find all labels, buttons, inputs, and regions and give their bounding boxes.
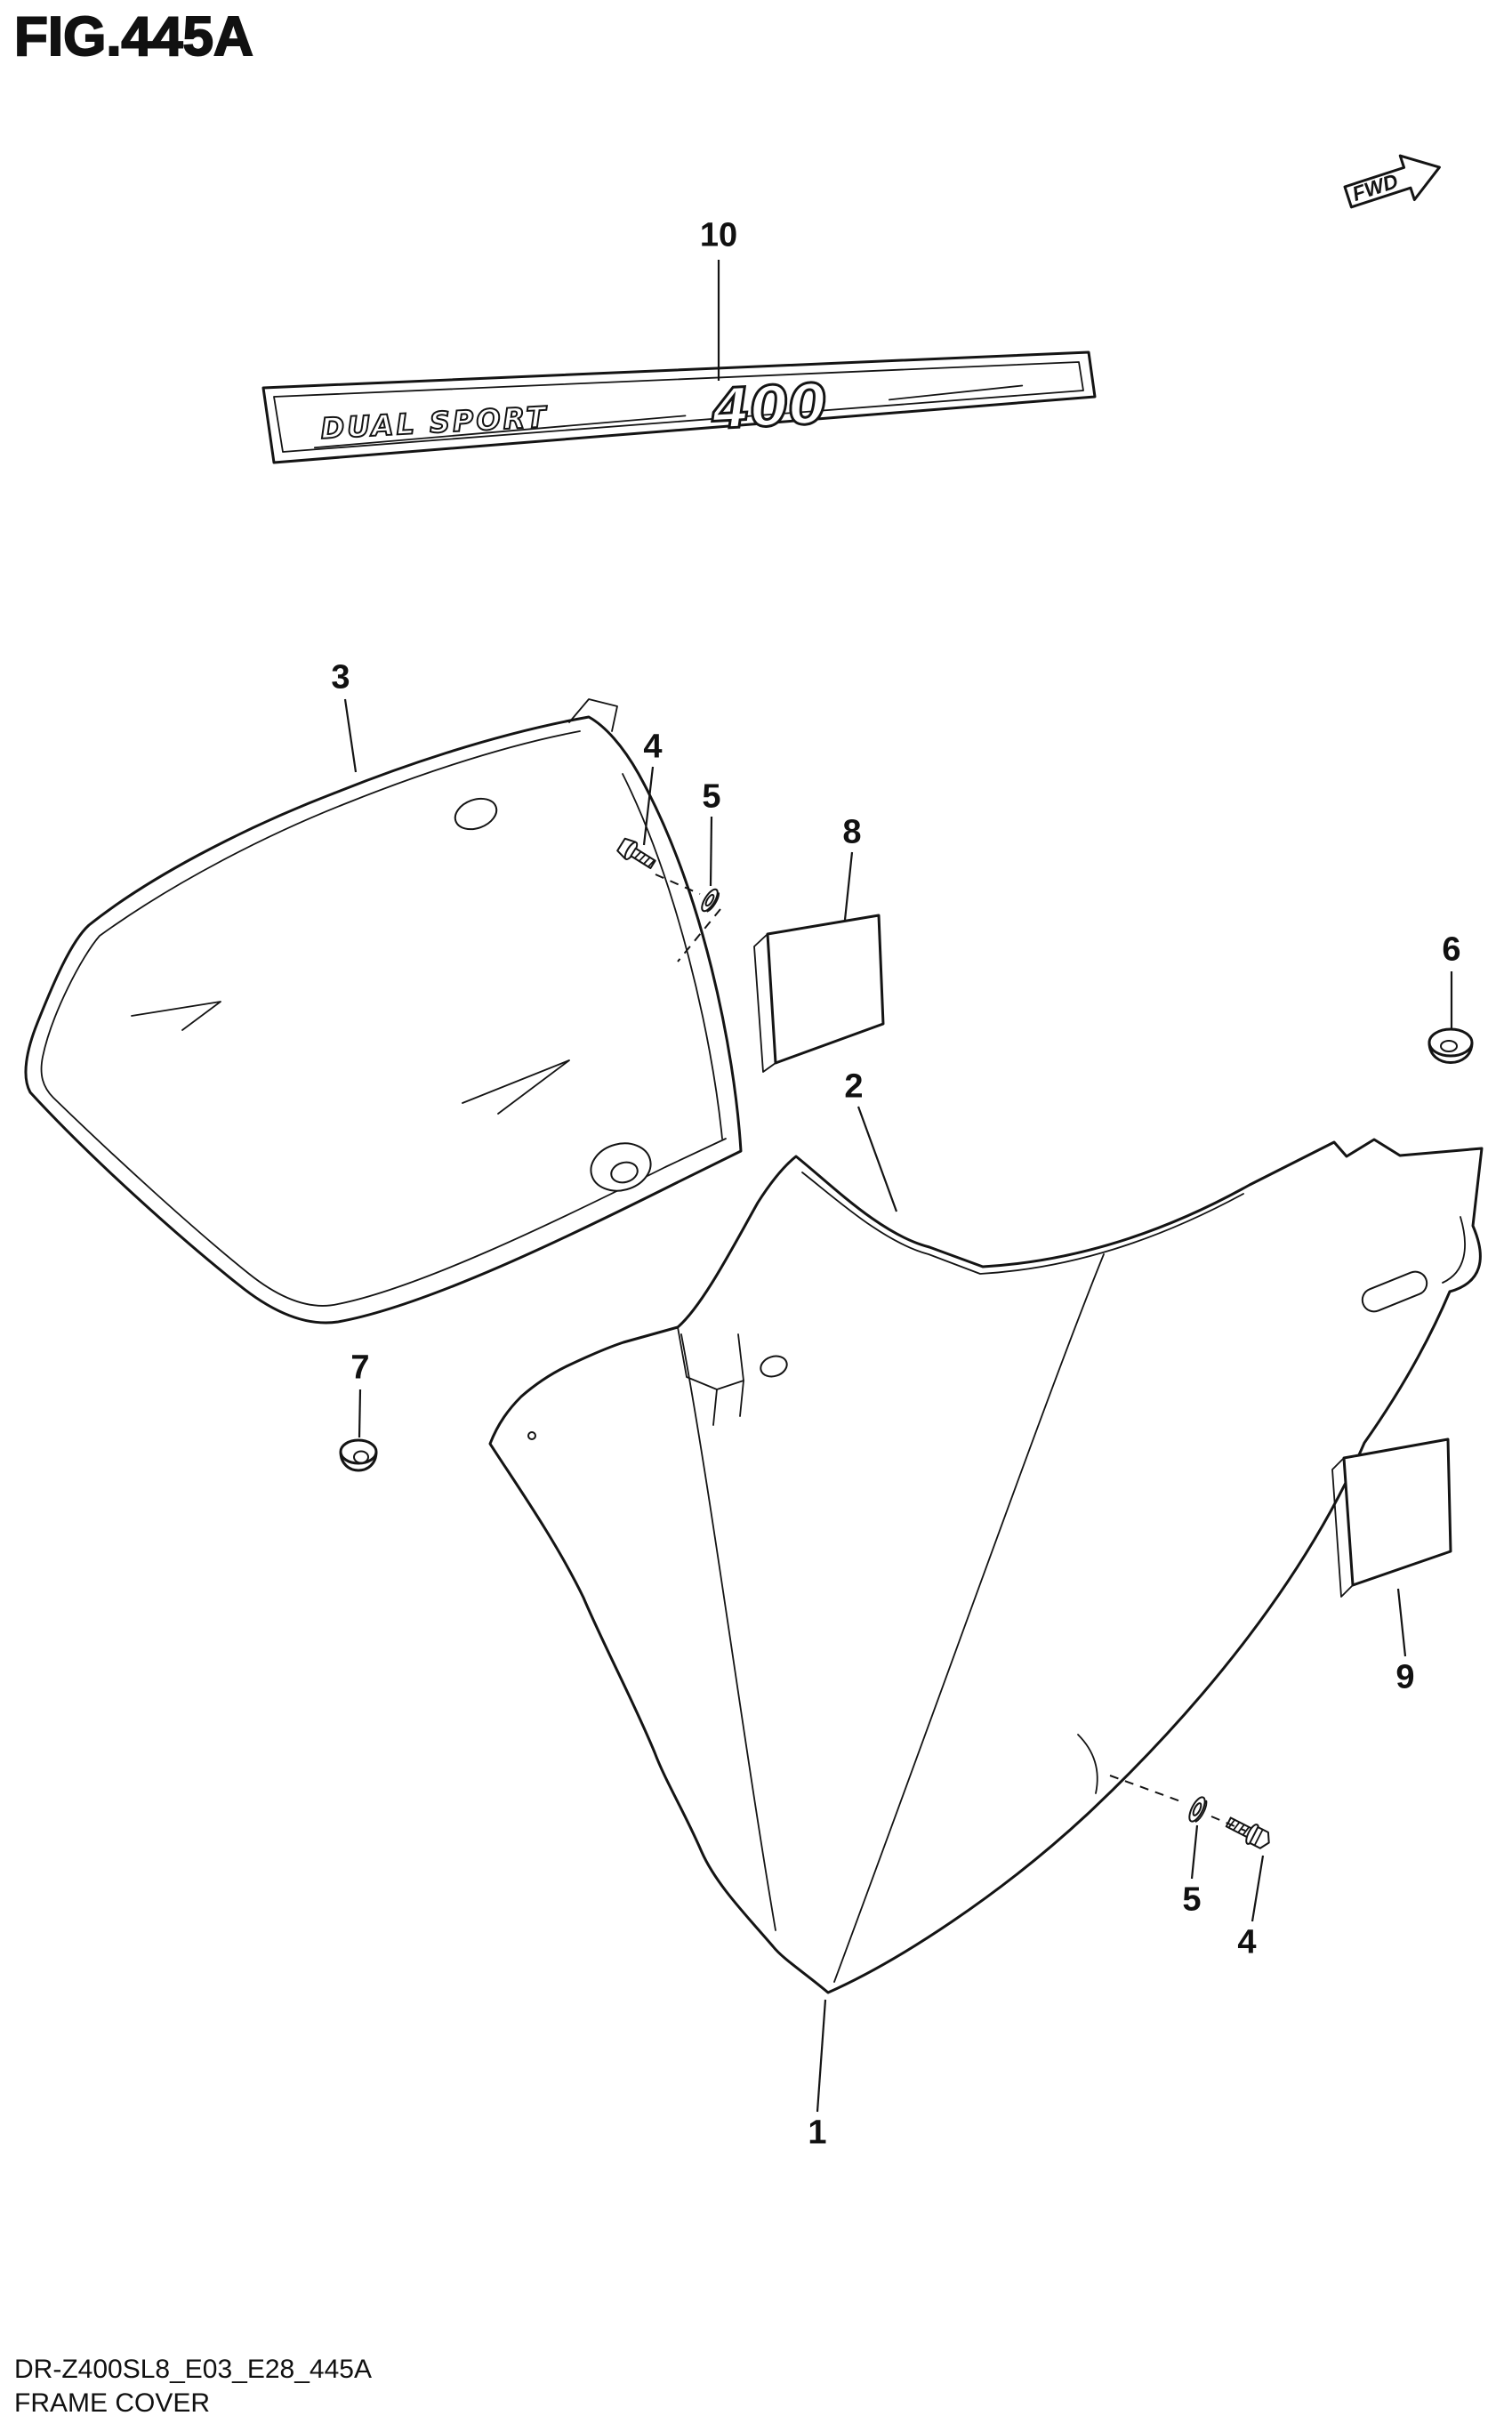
callout-part-5-upper: 5: [702, 777, 721, 816]
callout-part-5-lower: 5: [1182, 1880, 1202, 1919]
left-frame-cover-part-3: [24, 698, 743, 1325]
callout-part-7: 7: [350, 1349, 370, 1387]
washer-part-5-lower: [1188, 1796, 1208, 1823]
figure-title: FIG.445A: [13, 5, 254, 68]
callout-part-2: 2: [844, 1067, 864, 1106]
callout-part-3: 3: [331, 658, 350, 697]
callout-part-8: 8: [842, 813, 862, 851]
footer-part-code: DR-Z400SL8_E03_E28_445A: [14, 2355, 372, 2384]
assembly-dashed-lines: [655, 874, 1246, 1832]
grommet-part-6: [1428, 1027, 1474, 1064]
callout-part-1: 1: [808, 2114, 827, 2152]
main-frame-cover-part-1-2: [488, 1138, 1484, 1994]
cushion-pad-part-9: [1331, 1437, 1452, 1598]
callout-part-4-lower: 4: [1237, 1923, 1257, 1961]
footer-figure-name: FRAME COVER: [14, 2388, 211, 2418]
bolt-part-4-lower: [1225, 1816, 1270, 1849]
callout-leader-lines: [343, 260, 1453, 2113]
callout-part-6: 6: [1442, 930, 1461, 969]
grommet-part-7: [339, 1438, 378, 1472]
callout-part-10: 10: [699, 216, 738, 254]
decal-part-10: DUAL SPORT 400: [261, 350, 1097, 464]
cushion-pad-part-8: [753, 914, 885, 1073]
callout-part-4-upper: 4: [643, 728, 663, 766]
decal-text-right: 400: [709, 371, 828, 442]
washer-part-5-upper: [701, 888, 720, 913]
fwd-arrow: FWD: [1343, 154, 1441, 209]
bolt-part-4-upper: [616, 837, 656, 870]
footer: DR-Z400SL8_E03_E28_445A FRAME COVER: [14, 2353, 372, 2420]
callout-part-9: 9: [1395, 1658, 1415, 1696]
